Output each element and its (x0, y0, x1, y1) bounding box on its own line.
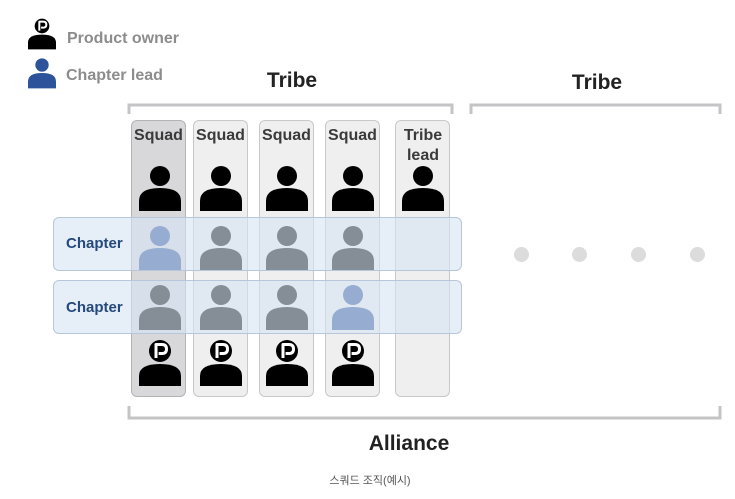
person-icon (197, 164, 245, 212)
figure-caption: 스쿼드 조직(예시) (329, 475, 411, 487)
person-icon (329, 164, 377, 212)
chapter-label-1: Chapter (66, 235, 123, 252)
ellipsis-dot (514, 247, 529, 262)
product-owner-icon (26, 18, 58, 50)
tribe-lead-label: Tribe lead (403, 127, 443, 164)
legend-product-owner-label: Product owner (67, 30, 180, 47)
chapter-label-2: Chapter (66, 299, 123, 316)
alliance-bracket (127, 406, 722, 420)
tribe-lead-icon (399, 164, 447, 212)
product-owner-icon (136, 339, 184, 387)
squad-label-4: Squad (328, 127, 377, 144)
product-owner-icon (263, 339, 311, 387)
squad-label-3: Squad (262, 127, 311, 144)
person-icon (263, 164, 311, 212)
tribe-title-1: Tribe (266, 69, 318, 92)
ellipsis-dot (572, 247, 587, 262)
legend-chapter-lead-label: Chapter lead (66, 67, 163, 84)
tribe-title-2: Tribe (571, 71, 623, 94)
tribe-2-bracket (469, 103, 722, 114)
product-owner-icon (329, 339, 377, 387)
chapter-lead-icon (26, 57, 58, 89)
chapter-band-1 (53, 217, 462, 271)
product-owner-icon (197, 339, 245, 387)
ellipsis-dot (631, 247, 646, 262)
ellipsis-dot (690, 247, 705, 262)
person-icon (136, 164, 184, 212)
alliance-label: Alliance (368, 432, 450, 455)
tribe-1-bracket (127, 103, 454, 114)
chapter-band-2 (53, 280, 462, 334)
squad-label-1: Squad (134, 127, 183, 144)
squad-label-2: Squad (196, 127, 245, 144)
